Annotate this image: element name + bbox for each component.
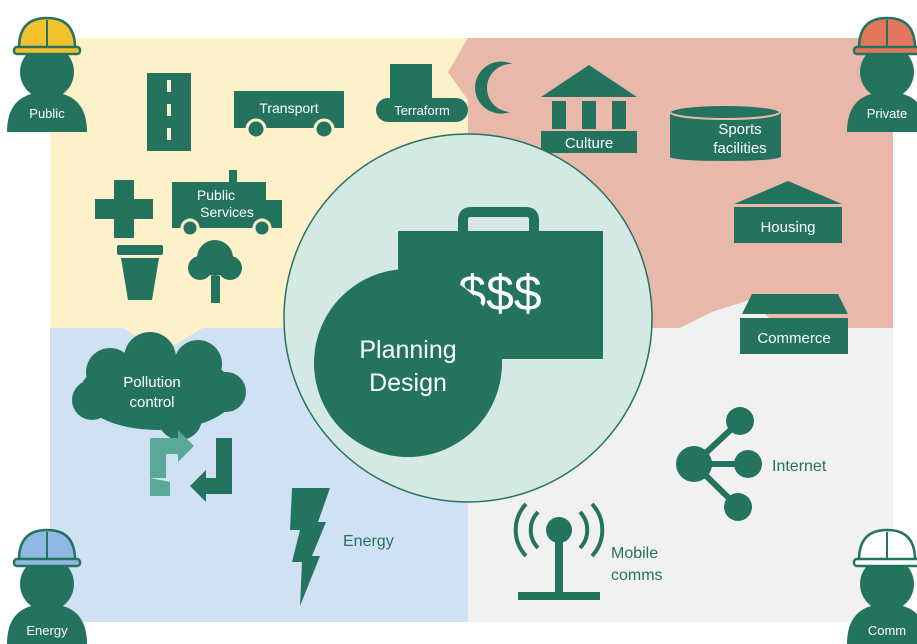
public-services-label-line1: Public	[197, 187, 235, 203]
energy-role-label: Energy	[26, 623, 68, 638]
energy-label: Energy	[343, 533, 394, 550]
public-worker-avatar	[7, 16, 87, 132]
ambulance-icon	[172, 170, 282, 238]
commerce-label: Commerce	[757, 330, 830, 347]
comm-role-label: Comm	[868, 623, 906, 638]
commerce-icon	[740, 294, 848, 354]
pollution-cloud-icon	[72, 332, 246, 440]
mobile-antenna-icon	[513, 502, 605, 600]
energy-worker-avatar	[7, 528, 87, 644]
planning-label-line1: Planning	[359, 336, 456, 364]
private-notch	[448, 38, 468, 100]
private-worker-avatar	[847, 16, 917, 132]
public-services-label-line2: Services	[200, 204, 254, 220]
culture-label: Culture	[565, 135, 613, 152]
medical-cross-icon	[95, 180, 153, 238]
housing-icon	[734, 181, 842, 243]
sports-label-line1: Sports	[718, 121, 761, 138]
comm-worker-avatar	[847, 528, 917, 644]
planning-design-circle	[314, 269, 502, 457]
mobile-label-line2: comms	[611, 567, 663, 584]
trash-bin-icon	[117, 245, 163, 300]
mobile-label-line1: Mobile	[611, 545, 658, 562]
lightning-bolt-icon	[290, 488, 330, 606]
transport-label: Transport	[259, 100, 319, 116]
terraform-icon	[376, 61, 512, 122]
transport-bus-icon	[234, 91, 344, 140]
pollution-label-line1: Pollution	[123, 374, 181, 391]
public-role-label: Public	[29, 106, 65, 121]
sports-stadium-icon	[669, 104, 781, 161]
private-role-label: Private	[867, 106, 907, 121]
pollution-label-line2: control	[129, 394, 174, 411]
planning-label-line2: Design	[369, 369, 447, 397]
road-icon	[147, 73, 191, 151]
sports-label-line2: facilities	[713, 140, 766, 157]
tree-icon	[188, 240, 242, 303]
internet-label: Internet	[772, 458, 827, 475]
culture-building-icon	[541, 65, 637, 153]
housing-label: Housing	[760, 219, 815, 236]
recycle-icon	[150, 430, 232, 502]
terraform-label: Terraform	[394, 103, 450, 118]
internet-network-icon	[676, 407, 762, 521]
